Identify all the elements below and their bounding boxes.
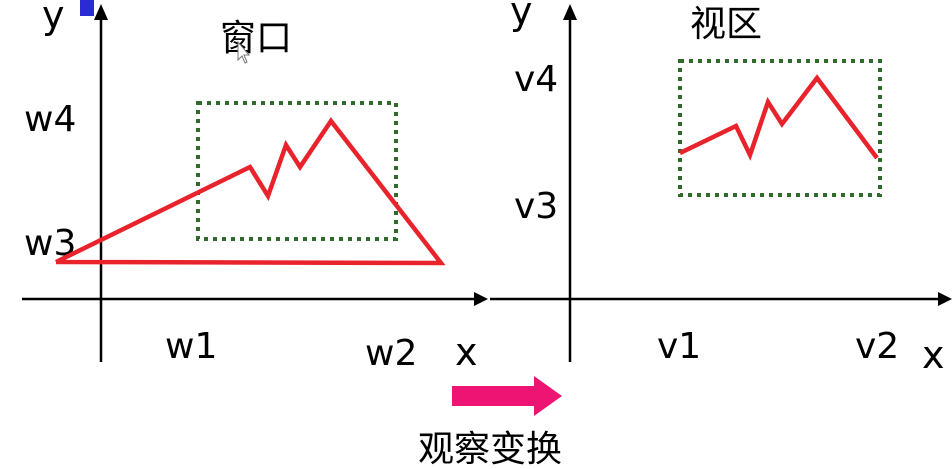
left-x-arrowhead [474,292,488,306]
right-y-arrowhead [563,4,577,20]
left-y-tick-w4: w4 [24,99,76,140]
right-panel: y 视区 v4 v3 v1 v2 x [490,0,952,377]
right-x-tick-v1: v1 [657,326,701,367]
right-y-tick-v3: v3 [514,186,558,227]
left-panel: y 窗口 w4 w3 w1 w2 x [22,0,488,374]
right-panel-title: 视区 [690,4,762,45]
right-y-tick-v4: v4 [514,59,558,100]
transform-label: 观察变换 [418,429,562,469]
right-x-tick-v2: v2 [855,326,899,367]
corner-mark [80,0,94,16]
window-frame [196,101,398,241]
right-x-axis-label: x [922,333,945,377]
viewport-shape [679,74,879,161]
transform-arrow-shaft [452,386,536,406]
transform-arrow [452,376,562,416]
left-x-tick-w2: w2 [365,333,417,374]
right-y-axis-label: y [510,0,533,33]
scene-shape [55,117,446,266]
right-x-arrowhead [938,292,952,306]
viewport-frame [678,59,882,197]
left-x-tick-w1: w1 [165,326,217,367]
left-panel-title: 窗口 [220,18,292,59]
mouse-cursor-icon [237,40,251,64]
left-y-axis-label: y [42,0,65,37]
left-x-axis-label: x [455,330,478,374]
transform-arrow-head [534,376,562,416]
left-y-arrowhead [94,4,108,20]
